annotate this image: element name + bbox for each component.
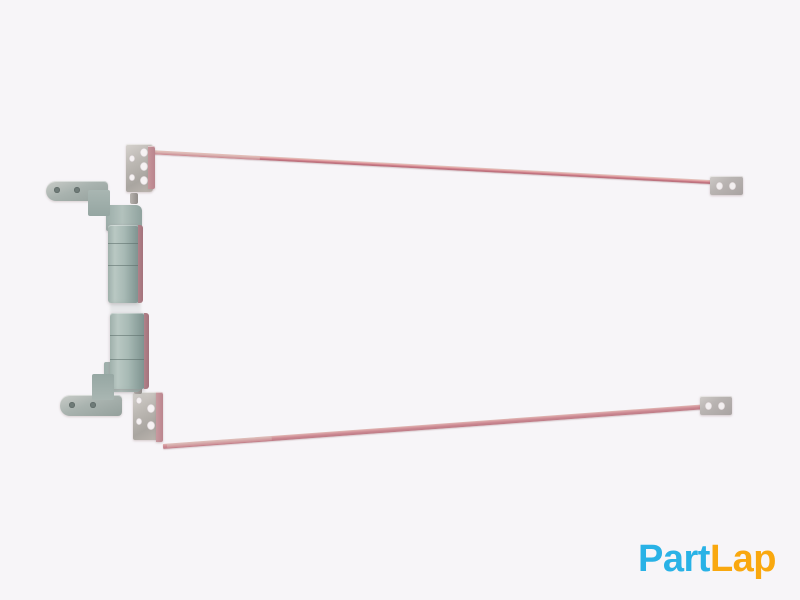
watermark-text-part: Part — [638, 538, 710, 580]
bracket-hole — [716, 182, 723, 190]
lower-hinge-barrel — [110, 313, 149, 389]
mount-hole — [147, 421, 155, 430]
barrel-seam — [110, 359, 145, 360]
mount-hole — [129, 155, 135, 162]
mount-hole — [140, 176, 148, 185]
barrel-seam — [110, 335, 145, 336]
lower-side-arm-riser — [92, 374, 114, 400]
watermark-text-lap: Lap — [709, 538, 777, 580]
upper-plate-flank — [148, 146, 155, 189]
barrel-seam — [108, 265, 139, 266]
mount-hole — [129, 174, 135, 181]
upper-side-arm-riser — [88, 190, 110, 216]
upper-pivot-pin — [130, 193, 138, 204]
mount-hole — [136, 397, 142, 404]
arm-hole — [74, 187, 80, 193]
mount-hole — [136, 418, 142, 425]
barrel-seam — [108, 243, 139, 244]
lower-rail-end-bracket — [700, 396, 732, 415]
arm-hole — [54, 187, 60, 193]
mount-hole — [140, 148, 148, 157]
barrel-edge — [138, 225, 143, 303]
arm-hole — [69, 402, 75, 408]
partlap-watermark: PartLap — [638, 540, 776, 578]
barrel-edge — [144, 313, 149, 389]
bracket-hole — [718, 402, 725, 410]
bracket-hole — [729, 182, 736, 190]
mount-hole — [140, 162, 148, 171]
arm-hole — [90, 402, 96, 408]
lower-plate-flank — [156, 392, 163, 442]
mount-hole — [147, 404, 155, 413]
lower-side-mount-arm — [60, 395, 122, 416]
upper-rail-end-bracket — [710, 176, 743, 195]
bracket-hole — [705, 402, 712, 410]
lower-assembly-reflection — [112, 388, 145, 402]
upper-hinge-barrel — [108, 225, 143, 303]
